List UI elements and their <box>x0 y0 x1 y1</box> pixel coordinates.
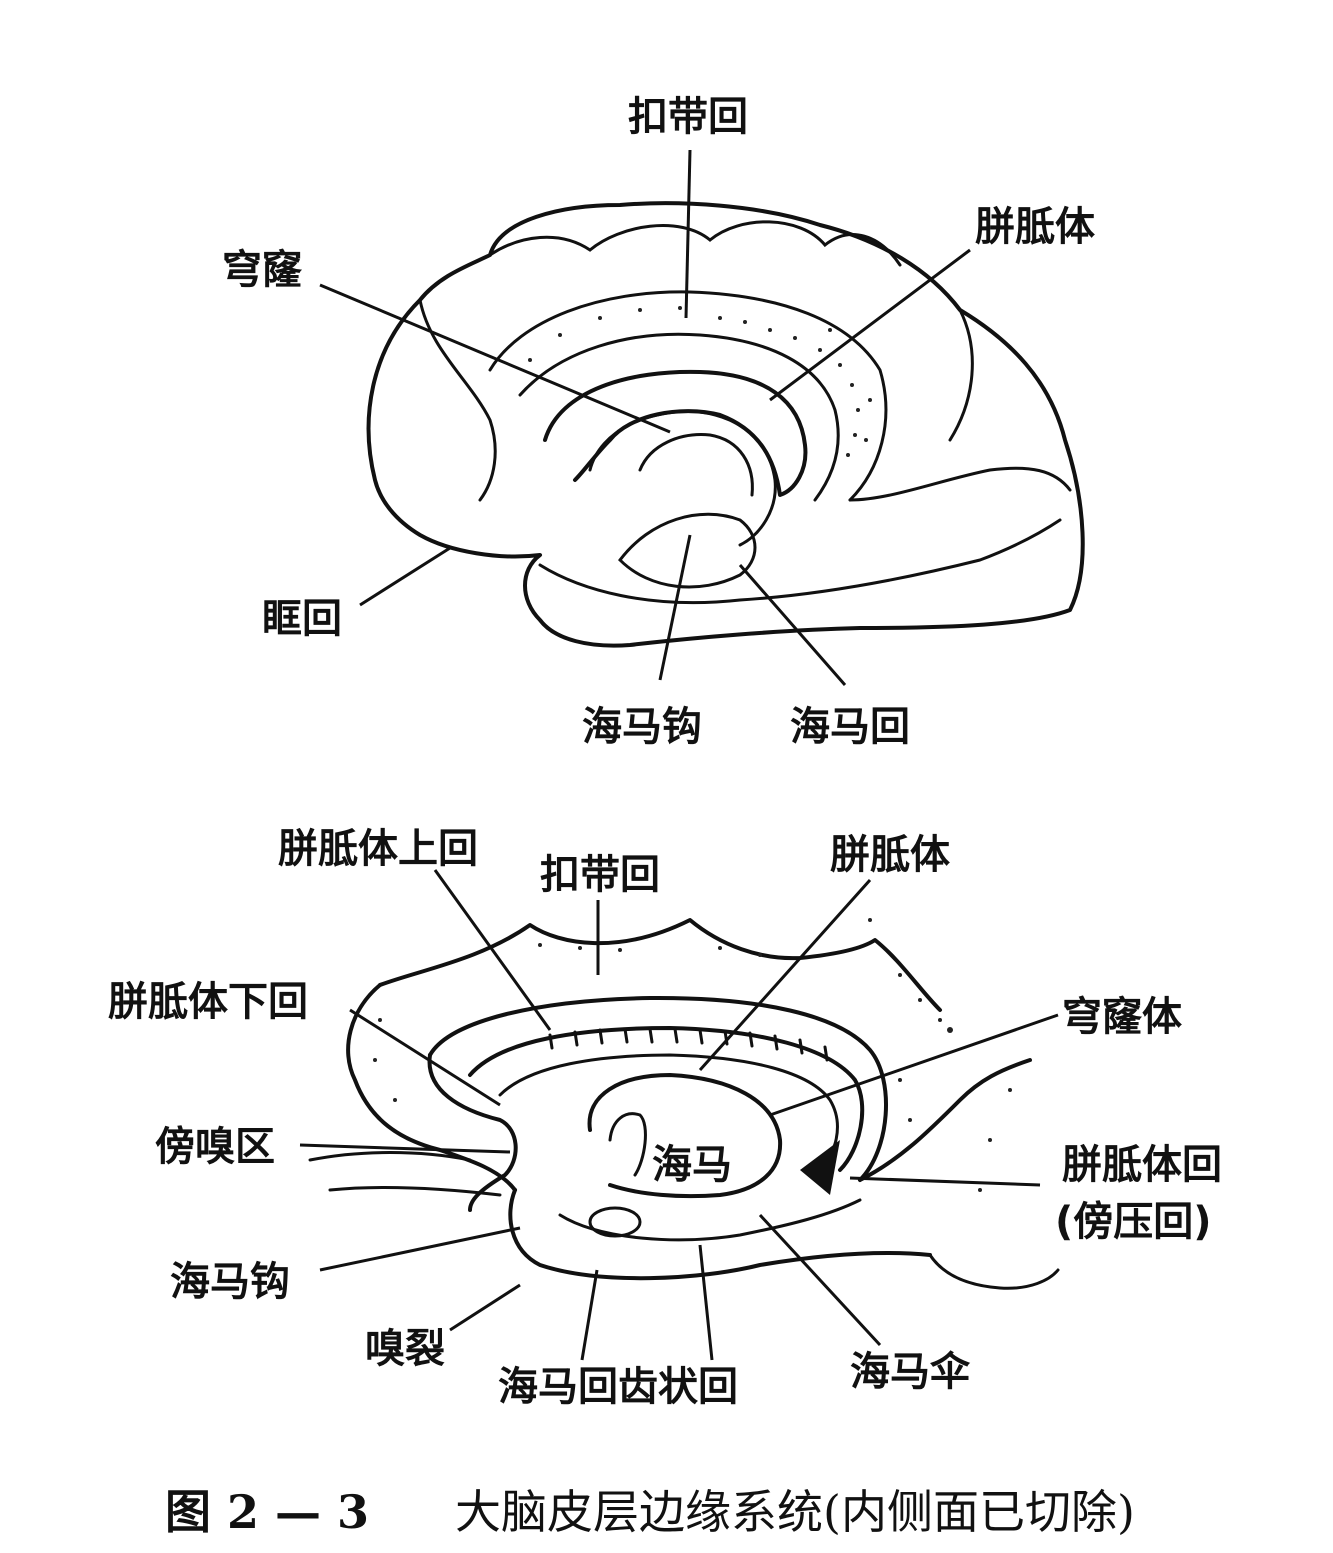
bottom-supracallosal-arc <box>428 995 888 1182</box>
label-bottom-fimbria: 海马伞 <box>850 1349 971 1395</box>
leader-top-uncus <box>658 534 692 681</box>
leader-top-fornix <box>319 283 671 434</box>
bottom-dentate-line <box>558 1198 862 1242</box>
top-cingulate-outer <box>488 290 888 502</box>
bottom-cingulate-top-edge <box>378 918 942 1012</box>
leader-bottom-callosal-gyrus <box>849 1176 1041 1187</box>
top-brain-diagram: 扣带回 胼胝体 穹窿 眶回 海马钩 海马回 <box>222 94 1095 750</box>
label-bottom-supracallosal: 胼胝体上回 <box>278 826 478 872</box>
leader-top-cingulate <box>684 149 692 319</box>
top-occipital-sulcus-1 <box>848 466 1072 502</box>
label-top-uncus: 海马钩 <box>582 704 702 750</box>
label-top-parahippocampal: 海马回 <box>790 704 910 750</box>
top-stipple <box>528 306 872 457</box>
bottom-uncus-loop <box>508 1188 932 1281</box>
leader-bottom-corpus-callosum <box>698 878 872 1072</box>
figure-caption: 图 2 — 3 大脑皮层边缘系统(内侧面已切除) <box>165 1485 1135 1539</box>
label-bottom-hippocampus: 海马 <box>652 1142 732 1188</box>
top-occipital-sulcus-2 <box>948 308 974 442</box>
bottom-brain-diagram: 胼胝体上回 扣带回 胼胝体 胼胝体下回 穹窿体 傍嗅区 海马 胼胝体回 (傍压回… <box>108 826 1222 1410</box>
bottom-hippocampus-fold <box>587 1073 783 1199</box>
leader-bottom-parahippocampal <box>580 1269 599 1361</box>
label-top-fornix: 穹窿 <box>222 247 302 293</box>
bottom-right-lower-curve <box>928 1253 1060 1290</box>
bottom-corpus-callosum-arc <box>468 1026 865 1172</box>
caption-number: 图 2 — 3 <box>165 1485 369 1539</box>
bottom-stipple <box>373 918 1012 1192</box>
top-temporal-fold <box>538 518 1062 605</box>
label-bottom-corpus-callosum: 胼胝体 <box>830 832 950 878</box>
label-bottom-cingulate: 扣带回 <box>540 852 660 898</box>
label-bottom-subcallosal: 胼胝体下回 <box>108 979 308 1025</box>
top-fornix-inner <box>638 433 754 497</box>
top-fornix-arch <box>588 410 777 547</box>
leader-bottom-uncus <box>319 1226 521 1272</box>
bottom-paraolfactory-fold <box>308 1151 502 1197</box>
top-frontal-sulcus <box>418 298 497 502</box>
leader-top-parahippocampal <box>738 564 847 686</box>
top-brain-outline <box>366 201 1085 648</box>
leader-bottom-rhinal <box>449 1283 521 1332</box>
top-gyri-bumps <box>488 220 902 267</box>
bottom-uncus-nub <box>588 1206 642 1238</box>
label-bottom-parahippocampal-dentate: 海马回齿状回 <box>498 1364 738 1410</box>
leader-bottom-fornix-body <box>769 1013 1059 1117</box>
bottom-fimbria-wedge <box>800 1140 840 1195</box>
label-top-cingulate: 扣带回 <box>628 94 748 140</box>
bottom-callosum-inner <box>498 1053 839 1172</box>
leader-bottom-subcallosal <box>349 1008 501 1107</box>
label-top-corpus-callosum: 胼胝体 <box>975 204 1095 250</box>
bottom-subcallosal-curl <box>427 1053 518 1212</box>
leader-bottom-supracallosal <box>433 869 552 1031</box>
label-top-orbital: 眶回 <box>262 596 342 642</box>
label-bottom-uncus: 海马钩 <box>170 1259 290 1305</box>
leader-top-orbital <box>359 546 451 607</box>
leader-bottom-fimbria <box>758 1213 882 1347</box>
leader-bottom-dentate <box>698 1244 714 1361</box>
leader-bottom-paraolfactory <box>299 1143 511 1154</box>
top-corpus-callosum <box>543 369 808 497</box>
bottom-hippocampus-inner <box>608 1112 647 1177</box>
leader-top-corpus-callosum <box>769 248 971 402</box>
top-cingulate-inner <box>518 332 840 502</box>
label-bottom-fornix-body: 穹窿体 <box>1062 994 1182 1040</box>
label-bottom-rhinal: 嗅裂 <box>365 1326 445 1372</box>
label-bottom-callosal-gyrus-1: 胼胝体回 <box>1062 1142 1222 1188</box>
label-bottom-paraolfactory: 傍嗅区 <box>155 1124 275 1170</box>
bottom-right-branch <box>858 1058 1032 1182</box>
bottom-limbic-outline <box>346 983 517 1192</box>
top-hippocampal-region <box>618 512 757 589</box>
caption-text: 大脑皮层边缘系统(内侧面已切除) <box>455 1485 1135 1539</box>
label-bottom-callosal-gyrus-2: (傍压回) <box>1055 1199 1212 1245</box>
